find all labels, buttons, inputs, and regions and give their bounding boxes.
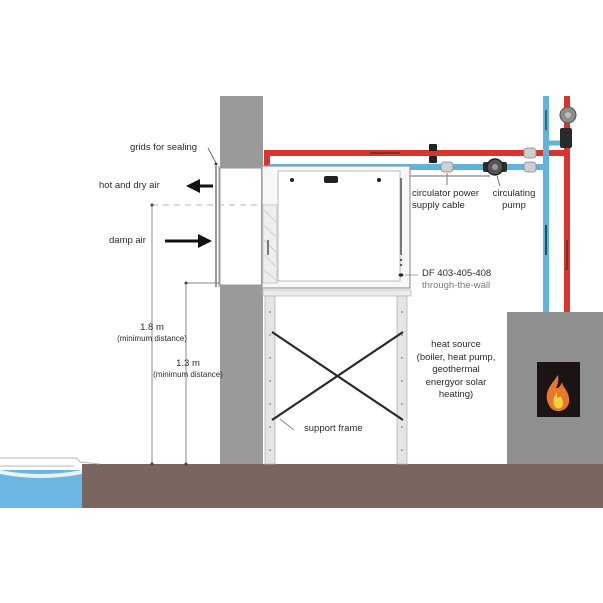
dimension-line-1-8m <box>150 203 154 466</box>
heat-source <box>507 312 603 464</box>
pump-icon <box>483 158 507 176</box>
dehumidifier-unit <box>261 165 418 289</box>
wall <box>219 96 264 464</box>
label-circulating-pump: circulating pump <box>492 188 536 211</box>
pump-leader <box>496 175 501 187</box>
ground <box>82 464 603 508</box>
pool-edge <box>0 457 101 467</box>
label-model-sub: through-the-wall <box>422 280 491 291</box>
wall-lower <box>220 285 263 464</box>
pump-icon-vertical <box>559 106 577 148</box>
label-dimension-1-3m: 1.3 m (minimum distance) <box>153 358 223 379</box>
label-circulator-power-cable: circulator power supply cable <box>412 188 480 211</box>
label-hot-and-dry-air: hot and dry air <box>99 180 160 191</box>
pool-water-surface <box>0 470 82 478</box>
pool <box>0 457 101 508</box>
wall-opening <box>219 167 264 286</box>
label-damp-air: damp air <box>109 235 146 246</box>
left-arrow-icon <box>186 179 213 193</box>
flame-icon <box>546 375 570 411</box>
label-support-frame: support frame <box>304 423 363 434</box>
right-arrow-icon <box>165 234 212 248</box>
label-heat-source: heat source (boiler, heat pump, geotherm… <box>416 339 496 400</box>
label-model: DF 403-405-408 <box>422 268 492 279</box>
union-fittings <box>440 147 537 173</box>
grid-leader <box>207 147 217 164</box>
valve-hot-pipe <box>429 144 437 163</box>
cross-brace-2 <box>271 331 404 421</box>
support-frame <box>262 289 412 465</box>
dimension-line-1-3m <box>184 281 220 466</box>
label-grids-for-sealing: grids for sealing <box>130 142 198 153</box>
label-dimension-1-8m: 1.8 m (minimum distance) <box>117 322 187 343</box>
support-leader <box>279 418 295 431</box>
wall-upper <box>220 96 263 168</box>
sealing-grid <box>207 147 220 287</box>
